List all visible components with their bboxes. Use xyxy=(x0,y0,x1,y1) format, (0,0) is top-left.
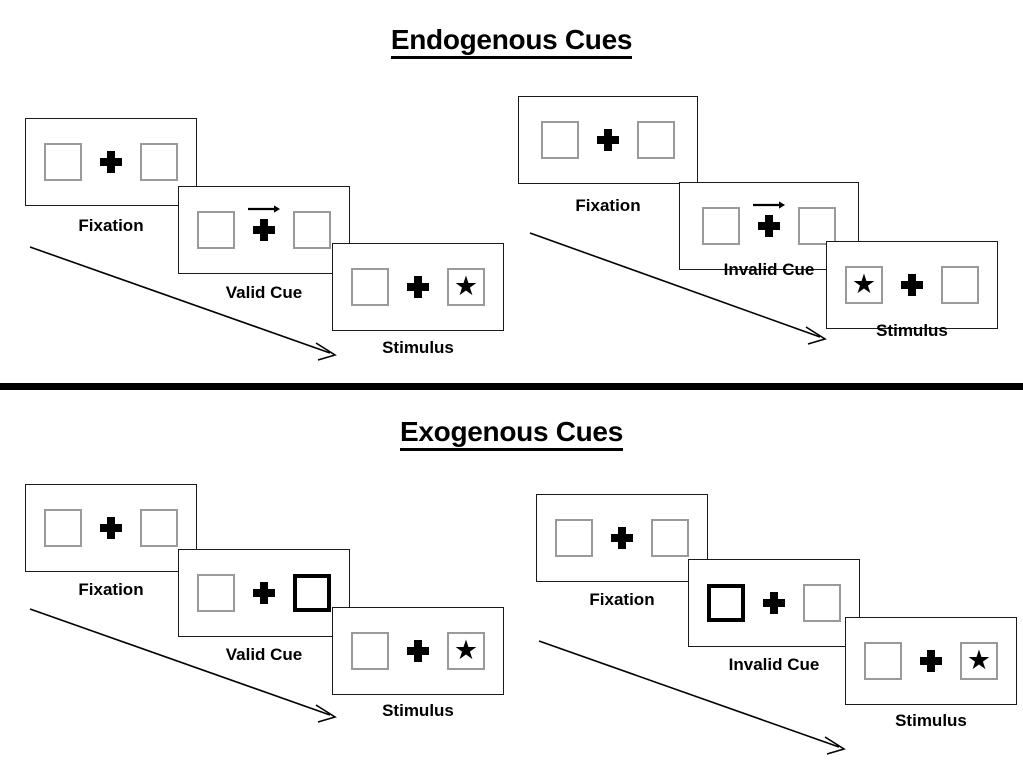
left-box xyxy=(555,519,593,557)
plus-sign-icon xyxy=(597,129,619,151)
timeline-arrow-icon-endogenous-valid xyxy=(29,246,337,361)
right-box xyxy=(140,509,178,547)
panel-endogenous-valid-cue xyxy=(178,186,350,274)
star-icon: ★ xyxy=(966,644,992,675)
panel-content xyxy=(702,201,836,245)
timeline-arrow-icon-endogenous-invalid xyxy=(529,232,827,345)
panel-content: ★ xyxy=(351,632,485,670)
caption-endogenous-invalid-cue: Invalid Cue xyxy=(723,260,815,279)
plus-sign-icon xyxy=(407,276,429,298)
fixation-cross-wrap xyxy=(753,201,785,237)
caption-endogenous-valid-stimulus: Stimulus xyxy=(382,338,454,357)
plus-sign-icon xyxy=(611,527,633,549)
plus-sign-icon xyxy=(253,219,275,241)
fixation-cross-wrap xyxy=(901,274,923,296)
right-box-with-target: ★ xyxy=(447,632,485,670)
panel-content: ★ xyxy=(351,268,485,306)
star-icon: ★ xyxy=(453,634,479,665)
plus-sign-icon xyxy=(100,151,122,173)
caption-endogenous-valid-fixation: Fixation xyxy=(78,216,144,235)
caption-endogenous-invalid-fixation: Fixation xyxy=(575,196,641,215)
right-box-with-target: ★ xyxy=(447,268,485,306)
panel-exogenous-invalid-cue xyxy=(688,559,860,647)
left-box xyxy=(864,642,902,680)
star-icon: ★ xyxy=(453,270,479,301)
right-box xyxy=(140,143,178,181)
left-box-cued xyxy=(707,584,745,622)
panel-content xyxy=(541,121,675,159)
panel-content xyxy=(44,509,178,547)
caption-endogenous-invalid-stimulus: Stimulus xyxy=(876,321,948,340)
panel-content xyxy=(197,205,331,249)
left-box xyxy=(44,143,82,181)
panel-content xyxy=(555,519,689,557)
caption-exogenous-valid-cue: Valid Cue xyxy=(225,645,303,664)
right-box xyxy=(637,121,675,159)
panel-content xyxy=(707,584,841,622)
panel-exogenous-valid-fixation xyxy=(25,484,197,572)
right-box-with-target: ★ xyxy=(960,642,998,680)
caption-exogenous-invalid-stimulus: Stimulus xyxy=(895,711,967,730)
fixation-cross-wrap xyxy=(920,650,942,672)
plus-sign-icon xyxy=(758,215,780,237)
panel-content: ★ xyxy=(845,266,979,304)
section-title-endogenous: Endogenous Cues xyxy=(0,24,1023,59)
timeline-arrow-icon-exogenous-valid xyxy=(29,608,337,723)
arrow-right-icon xyxy=(248,205,280,213)
fixation-cross-wrap xyxy=(611,527,633,549)
caption-exogenous-invalid-cue: Invalid Cue xyxy=(728,655,820,674)
left-box xyxy=(351,632,389,670)
left-box xyxy=(197,211,235,249)
left-box xyxy=(351,268,389,306)
left-box-with-target: ★ xyxy=(845,266,883,304)
fixation-cross-wrap xyxy=(407,640,429,662)
right-box xyxy=(293,211,331,249)
panel-exogenous-invalid-fixation xyxy=(536,494,708,582)
caption-exogenous-invalid-fixation: Fixation xyxy=(589,590,655,609)
right-box-cued xyxy=(293,574,331,612)
plus-sign-icon xyxy=(253,582,275,604)
fixation-cross-wrap xyxy=(597,129,619,151)
fixation-cross-wrap xyxy=(248,205,280,241)
timeline-arrow-icon-exogenous-invalid xyxy=(538,640,846,755)
panel-endogenous-valid-stimulus: ★ xyxy=(332,243,504,331)
panel-exogenous-valid-cue xyxy=(178,549,350,637)
plus-sign-icon xyxy=(763,592,785,614)
panel-endogenous-valid-fixation xyxy=(25,118,197,206)
plus-sign-icon xyxy=(901,274,923,296)
section-title-exogenous-text: Exogenous Cues xyxy=(400,416,623,451)
arrow-right-icon xyxy=(753,201,785,209)
left-box xyxy=(197,574,235,612)
panel-content: ★ xyxy=(864,642,998,680)
left-box xyxy=(702,207,740,245)
panel-exogenous-valid-stimulus: ★ xyxy=(332,607,504,695)
fixation-cross-wrap xyxy=(100,517,122,539)
fixation-cross-wrap xyxy=(253,582,275,604)
panel-content xyxy=(197,574,331,612)
plus-sign-icon xyxy=(920,650,942,672)
right-box xyxy=(651,519,689,557)
left-box xyxy=(541,121,579,159)
section-divider xyxy=(0,383,1023,390)
caption-exogenous-valid-fixation: Fixation xyxy=(78,580,144,599)
panel-content xyxy=(44,143,178,181)
right-box xyxy=(803,584,841,622)
section-title-exogenous: Exogenous Cues xyxy=(0,416,1023,451)
plus-sign-icon xyxy=(407,640,429,662)
fixation-cross-wrap xyxy=(763,592,785,614)
panel-endogenous-invalid-fixation xyxy=(518,96,698,184)
right-box xyxy=(941,266,979,304)
plus-sign-icon xyxy=(100,517,122,539)
panel-exogenous-invalid-stimulus: ★ xyxy=(845,617,1017,705)
left-box xyxy=(44,509,82,547)
panel-endogenous-invalid-stimulus: ★ xyxy=(826,241,998,329)
section-title-endogenous-text: Endogenous Cues xyxy=(390,24,632,59)
fixation-cross-wrap xyxy=(407,276,429,298)
fixation-cross-wrap xyxy=(100,151,122,173)
caption-endogenous-valid-cue: Valid Cue xyxy=(225,283,303,302)
star-icon: ★ xyxy=(851,268,877,299)
right-box xyxy=(798,207,836,245)
caption-exogenous-valid-stimulus: Stimulus xyxy=(382,701,454,720)
